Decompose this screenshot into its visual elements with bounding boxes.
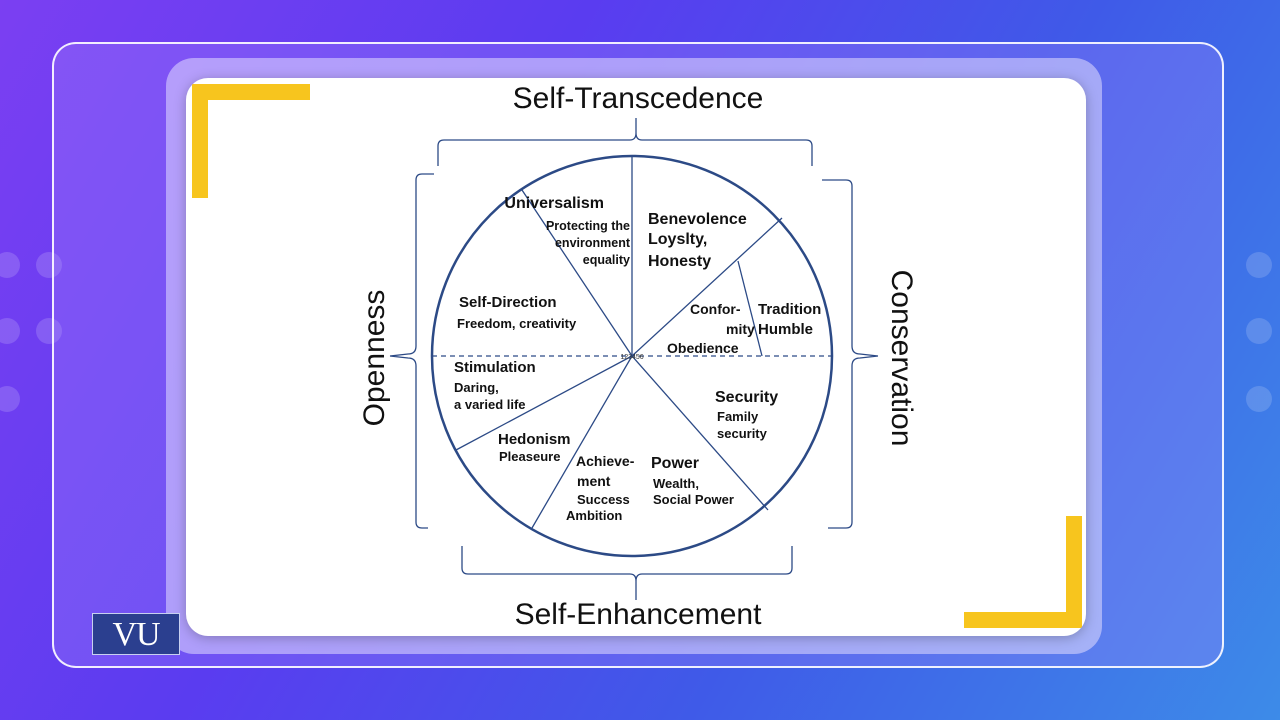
decor-dot [0,318,20,344]
left-brace [389,173,434,529]
corner-accent-left [192,84,208,198]
dimension-bottom-label: Self-Enhancement [515,598,762,631]
sector-divider [455,355,633,451]
value-label-benevolence: Benevolence Loyslty, Honesty [648,211,747,270]
sector-divider [631,217,783,357]
value-title: Achieve- [576,453,635,469]
value-detail: Ambition [566,508,622,523]
vu-logo: VU [92,613,180,655]
values-circle-diagram: 123456 Self-Transcedence Self-Enhancemen… [358,82,918,631]
value-title: Security [715,389,778,406]
value-detail: Honesty [648,253,711,270]
value-detail: Social Power [653,492,734,507]
dimension-right-label: Conservation [885,270,918,447]
value-detail: Success [577,492,630,507]
sector-divider [631,355,769,511]
dimension-top-label: Self-Transcedence [513,82,764,115]
value-detail: mity [726,321,755,337]
decor-dot [36,252,62,278]
slide: 123456 Self-Transcedence Self-Enhancemen… [186,78,1086,636]
sector-divider [521,189,633,357]
dimension-left-label: Openness [358,290,391,427]
value-detail: Protecting the [546,219,630,233]
sector-divider [531,355,633,529]
sector-divider [737,260,763,357]
decor-dot [1246,318,1272,344]
value-detail: Humble [758,321,813,338]
value-detail: Wealth, [653,476,699,491]
value-label-self-direction: Self-Direction Freedom, creativity [457,294,577,331]
value-detail: ment [577,473,611,489]
value-title: Confor- [690,301,741,317]
value-detail: equality [583,253,630,267]
value-detail: security [717,426,768,441]
center-label: 123456 [620,354,643,361]
decor-dot [0,252,20,278]
decor-dot [1246,252,1272,278]
value-detail: environment [555,236,631,250]
value-title: Tradition [758,301,821,318]
value-detail: Loyslty, [648,231,707,248]
value-label-stimulation: Stimulation Daring, a varied life [454,359,536,412]
corner-accent-right [1066,516,1082,628]
top-brace [437,118,813,166]
corner-accent-bottom [964,612,1082,628]
decor-dot [0,386,20,412]
value-label-universalism: Universalism Protecting the environment … [504,195,630,267]
value-label-power: Power Wealth, Social Power [651,455,734,507]
logo-text: VU [112,616,160,653]
value-detail: Family [717,409,759,424]
value-label-tradition: Tradition Humble [758,301,821,338]
value-title: Self-Direction [459,294,557,311]
value-detail: a varied life [454,397,526,412]
value-title: Benevolence [648,211,747,228]
value-title: Hedonism [498,431,571,448]
bottom-brace [461,546,793,600]
value-detail: Freedom, creativity [457,316,577,331]
value-label-security: Security Family security [715,389,778,441]
value-detail: Obedience [667,340,739,356]
value-title: Power [651,455,699,472]
value-title: Universalism [504,195,604,212]
value-detail: Daring, [454,380,499,395]
corner-accent-top [192,84,310,100]
value-detail: Pleaseure [499,449,560,464]
value-label-achievement: Achieve- ment Success Ambition [566,453,635,523]
decor-dot [36,318,62,344]
value-label-hedonism: Hedonism Pleaseure [498,431,571,464]
value-title: Stimulation [454,359,536,376]
value-label-conformity: Confor- mity Obedience [667,301,755,356]
decor-dot [1246,386,1272,412]
right-brace [822,179,879,529]
